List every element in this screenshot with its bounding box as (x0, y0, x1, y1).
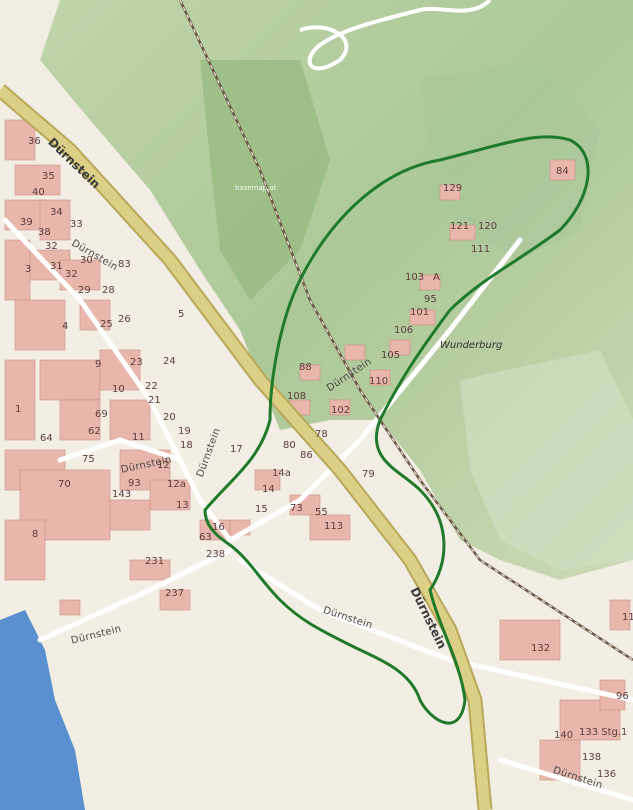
highway-fill (0, 85, 491, 810)
house-number: 34 (50, 207, 63, 218)
house-number: 35 (42, 171, 55, 182)
house-number: 3 (25, 264, 32, 275)
map-watermark: basemap.at (235, 184, 277, 192)
house-number: 120 (478, 221, 498, 232)
buildings (4, 119, 631, 781)
house-number: 103 (405, 272, 425, 283)
house-number: 32 (65, 269, 78, 280)
house-number: 12 (157, 460, 170, 471)
house-number: 79 (362, 469, 375, 480)
house-number: 28 (102, 285, 115, 296)
house-number: 21 (148, 395, 161, 406)
forest-shade-2 (420, 60, 600, 260)
house-number: 29 (78, 285, 91, 296)
house-number: 8 (32, 529, 39, 540)
house-number: 106 (394, 325, 414, 336)
house-number: 238 (206, 549, 226, 560)
house-number: 75 (82, 454, 95, 465)
outlined-area (203, 135, 590, 725)
house-number: 14a (272, 468, 291, 479)
house-number: 9 (95, 359, 102, 370)
place-label-wunderburg: Wunderburg (440, 340, 503, 351)
house-number: 11 (132, 432, 145, 443)
house-number: 73 (290, 503, 303, 514)
house-number: 108 (287, 391, 307, 402)
house-number: 80 (283, 440, 296, 451)
house-number: 17 (230, 444, 243, 455)
house-number: 101 (410, 307, 430, 318)
house-number: 30 (80, 255, 93, 266)
house-number: 4 (62, 321, 69, 332)
house-number: 121 (450, 221, 470, 232)
house-number: 10 (112, 384, 125, 395)
house-number: 63 (199, 532, 212, 543)
house-number: 111 (471, 244, 491, 255)
house-number: 138 (582, 752, 602, 763)
house-number: 64 (40, 433, 53, 444)
house-number: 129 (443, 183, 463, 194)
house-number: 1 (15, 404, 22, 415)
house-number: 38 (38, 227, 51, 238)
house-number: 110 (369, 376, 389, 387)
house-number: 26 (118, 314, 131, 325)
house-number: 32 (45, 241, 58, 252)
house-number: 95 (424, 294, 437, 305)
house-number: 237 (165, 588, 185, 599)
house-number: 20 (163, 412, 176, 423)
house-number: 88 (299, 362, 312, 373)
house-number: 93 (128, 478, 141, 489)
house-number: 39 (20, 217, 33, 228)
house-number: 70 (58, 479, 71, 490)
house-number: 36 (28, 136, 41, 147)
house-number: 133 Stg.1 (579, 727, 628, 738)
house-number: 86 (300, 450, 313, 461)
house-number: 140 (554, 730, 574, 741)
house-number: 62 (88, 426, 101, 437)
house-number: 143 (112, 489, 132, 500)
house-number: 19 (178, 426, 191, 437)
house-number: 55 (315, 507, 328, 518)
house-number: 136 (597, 769, 617, 780)
house-number: 13 (176, 500, 189, 511)
house-number: 18 (180, 440, 193, 451)
house-number: 69 (95, 409, 108, 420)
house-number: 5 (178, 309, 185, 320)
house-number: 24 (163, 356, 176, 367)
house-number: 23 (130, 357, 143, 368)
house-number: 105 (381, 350, 401, 361)
house-number: 231 (145, 556, 165, 567)
river (0, 610, 85, 810)
mountain-road (299, 0, 492, 71)
house-number: A (433, 272, 440, 283)
railway-dash (179, 0, 633, 661)
terrain-light (460, 350, 633, 570)
house-number: 96 (616, 691, 629, 702)
house-number: 22 (145, 381, 158, 392)
house-number: 15 (255, 504, 268, 515)
house-number: 14 (262, 484, 275, 495)
house-number: 25 (100, 319, 113, 330)
minor-streets (2, 217, 633, 803)
house-number: 102 (331, 405, 351, 416)
house-number: 113 (324, 521, 344, 532)
house-number: 78 (315, 429, 328, 440)
house-number: 31 (50, 261, 63, 272)
house-number: 84 (556, 166, 569, 177)
house-number: 12a (167, 479, 186, 490)
house-number: 132 (531, 643, 551, 654)
house-number: 40 (32, 187, 45, 198)
house-number: 33 (70, 219, 83, 230)
house-number: 11 (622, 612, 633, 623)
house-number: 83 (118, 259, 131, 270)
house-number: 16 (212, 522, 225, 533)
